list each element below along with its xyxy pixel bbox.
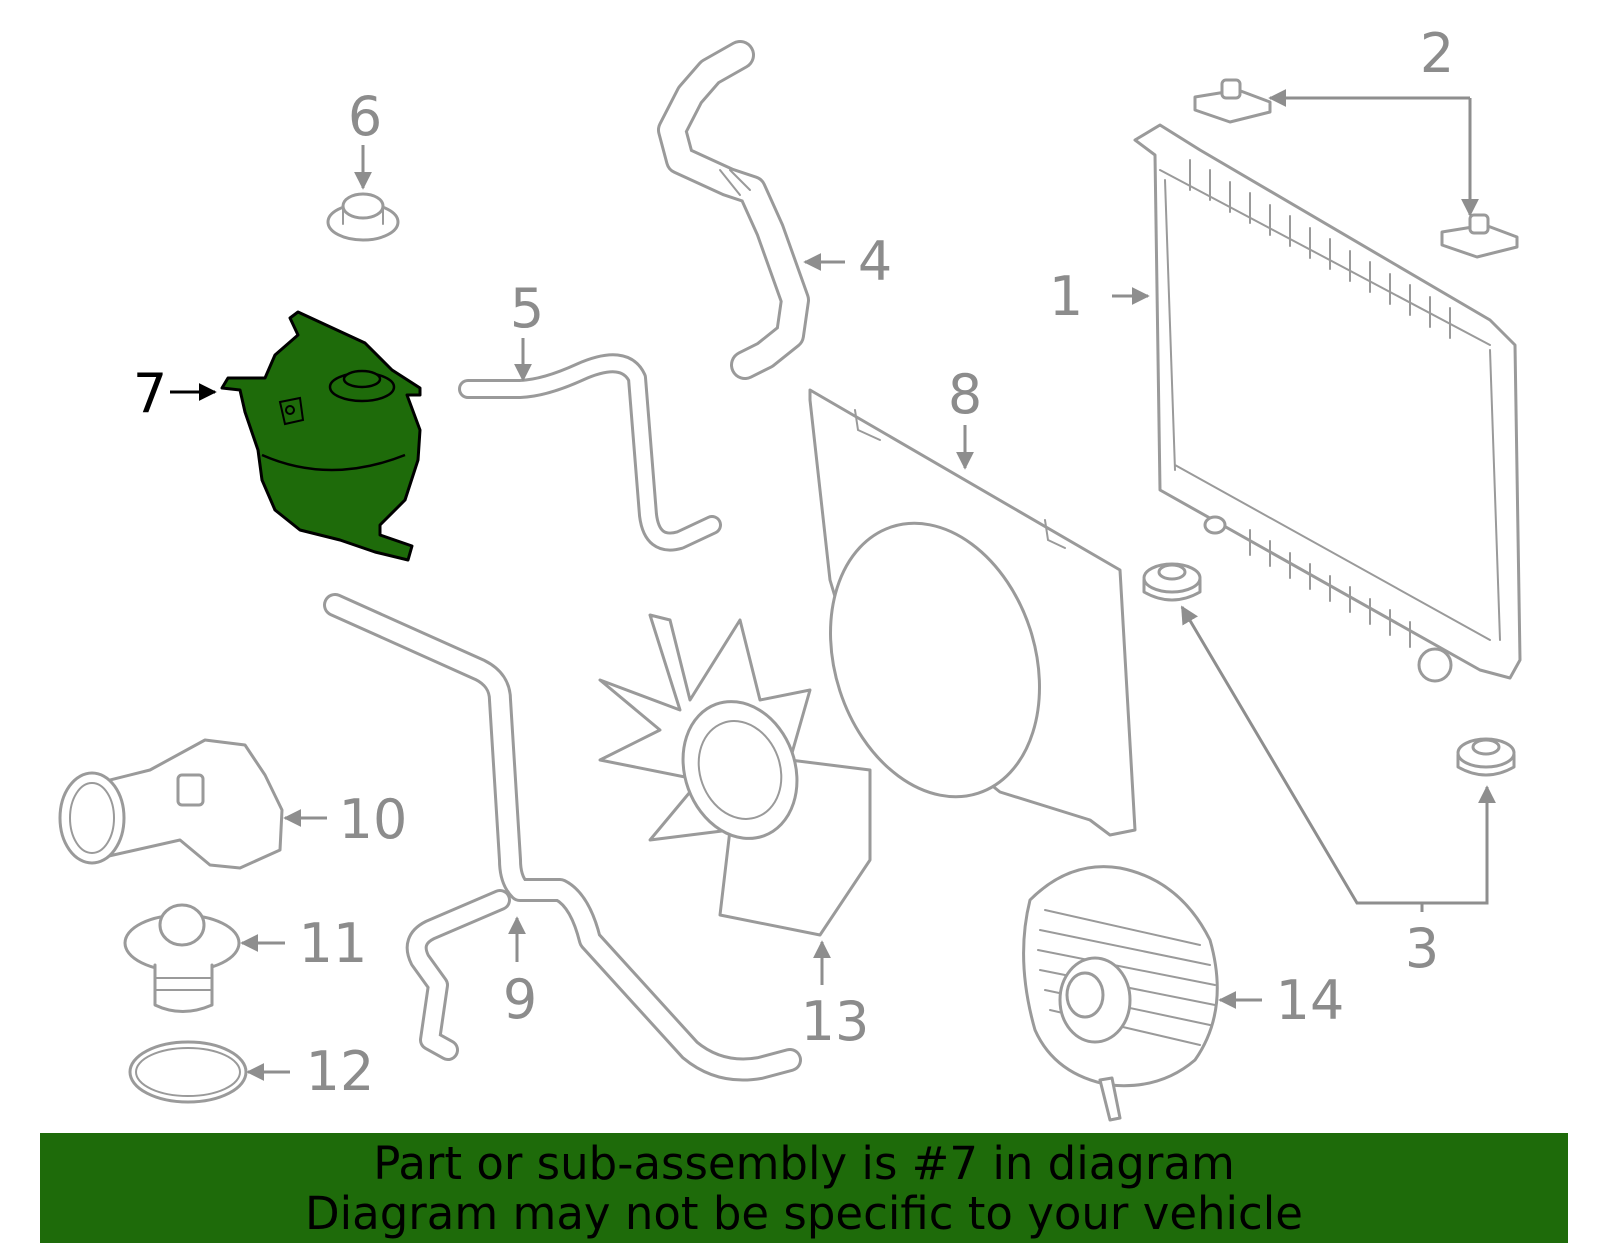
part-2-mounts[interactable] [1193,78,1519,259]
banner-line-2: Diagram may not be specific to your vehi… [305,1187,1303,1240]
part-7-coolant-reservoir[interactable] [220,310,422,562]
callout-3: 3 [1405,917,1439,980]
part-3-insulators[interactable] [1142,562,1516,777]
info-banner: Part or sub-assembly is #7 in diagram Di… [40,1133,1568,1243]
callout-14: 14 [1276,969,1345,1032]
callout-10: 10 [339,788,408,851]
part-14-fan-clutch[interactable] [1022,865,1219,1122]
part-6-cap[interactable] [326,192,400,242]
part-13-fan[interactable] [598,613,872,937]
part-12-gasket[interactable] [128,1040,248,1104]
callout-9: 9 [503,968,537,1031]
callout-12: 12 [306,1040,375,1103]
part-8-fan-shroud[interactable] [797,388,1137,837]
callout-4: 4 [858,230,892,293]
callout-5: 5 [510,277,544,340]
part-10-thermostat-housing[interactable] [58,738,284,870]
callout-8: 8 [948,363,982,426]
part-5-hose[interactable] [458,353,722,552]
callout-2: 2 [1420,22,1454,85]
part-9-lower-hose[interactable] [323,593,802,1082]
callout-6: 6 [348,85,382,148]
part-1-radiator[interactable] [1133,123,1522,683]
part-4-upper-hose[interactable] [657,40,810,380]
banner-line-1: Part or sub-assembly is #7 in diagram [373,1137,1235,1190]
callout-1: 1 [1049,265,1083,328]
callout-7: 7 [133,362,167,425]
callout-13: 13 [801,990,870,1053]
part-11-thermostat[interactable] [123,903,241,1013]
callout-11: 11 [299,912,368,975]
